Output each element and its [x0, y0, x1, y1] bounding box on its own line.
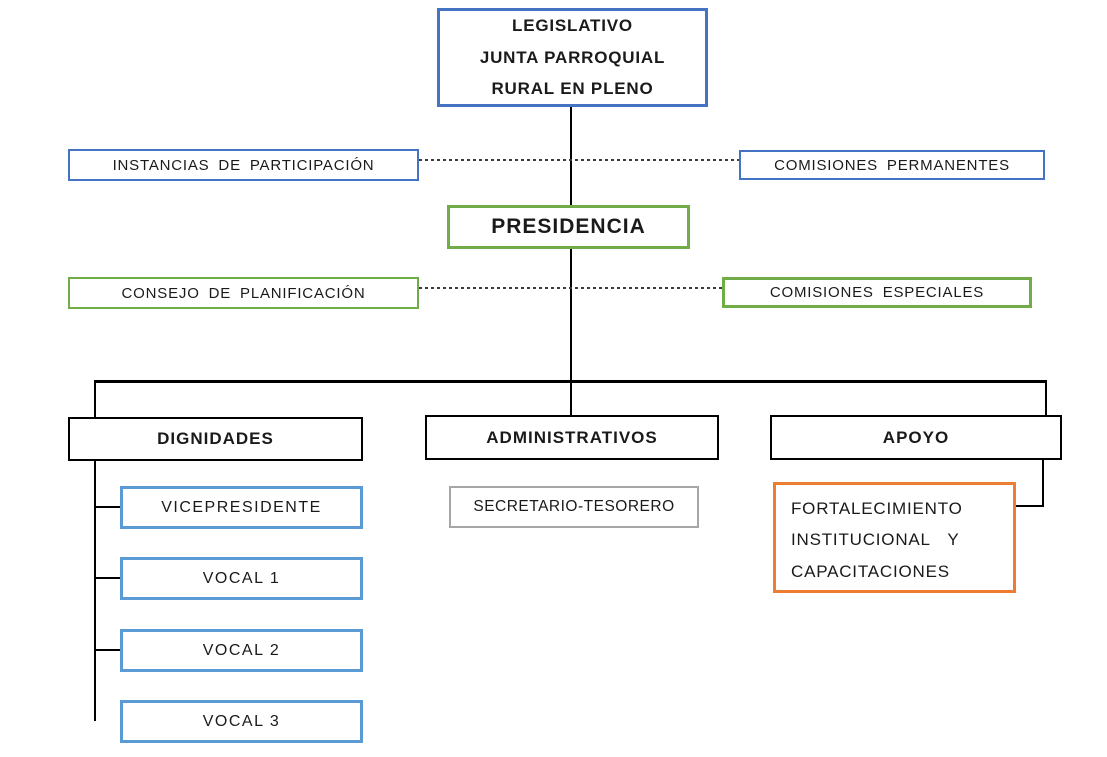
connector-apoyo-drop — [1045, 381, 1047, 415]
node-presidencia: PRESIDENCIA — [447, 205, 690, 249]
node-secretario-tesorero-label: SECRETARIO-TESORERO — [473, 498, 675, 515]
node-vocal-1-label: VOCAL 1 — [202, 569, 281, 587]
connector-dotted-participacion-permanentes — [419, 159, 739, 161]
connector-main-horizontal — [94, 380, 1047, 383]
node-instancias-participacion: INSTANCIAS DE PARTICIPACIÓN — [68, 149, 419, 181]
connector-stub-vicepresidente — [95, 506, 120, 508]
node-vicepresidente-label: VICEPRESIDENTE — [161, 498, 322, 516]
connector-stub-vocal1 — [95, 577, 120, 579]
connector-stub-vocal2 — [95, 649, 120, 651]
node-comisiones-permanentes: COMISIONES PERMANENTES — [739, 150, 1045, 180]
connector-dignidades-drop — [94, 380, 96, 417]
connector-apoyo-elbow-horizontal — [1016, 505, 1044, 507]
connector-presidencia-vertical — [570, 249, 572, 415]
node-vocal-1: VOCAL 1 — [120, 557, 363, 600]
node-apoyo-label: APOYO — [882, 427, 950, 447]
node-vocal-2: VOCAL 2 — [120, 629, 363, 672]
node-instancias-label: INSTANCIAS DE PARTICIPACIÓN — [112, 156, 375, 174]
node-comisiones-permanentes-label: COMISIONES PERMANENTES — [774, 156, 1010, 174]
node-vicepresidente: VICEPRESIDENTE — [120, 486, 363, 529]
node-comisiones-especiales-label: COMISIONES ESPECIALES — [769, 284, 985, 301]
node-legislativo-line1: LEGISLATIVO — [512, 16, 633, 36]
connector-dignidades-spine — [94, 461, 96, 721]
node-administrativos: ADMINISTRATIVOS — [425, 415, 719, 460]
node-fortalecimiento-line1: FORTALECIMIENTO — [791, 499, 963, 518]
node-consejo-planificacion-label: CONSEJO DE PLANIFICACIÓN — [121, 284, 366, 302]
node-fortalecimiento-line3: CAPACITACIONES — [791, 561, 950, 581]
node-presidencia-label: PRESIDENCIA — [491, 215, 646, 238]
node-comisiones-especiales: COMISIONES ESPECIALES — [722, 277, 1032, 308]
connector-apoyo-elbow-vertical — [1042, 460, 1044, 507]
node-vocal-3-label: VOCAL 3 — [202, 712, 281, 730]
node-legislativo-junta-parroquial: LEGISLATIVO JUNTA PARROQUIAL RURAL EN PL… — [437, 8, 708, 107]
node-administrativos-label: ADMINISTRATIVOS — [486, 427, 658, 447]
node-vocal-2-label: VOCAL 2 — [202, 641, 281, 659]
node-fortalecimiento-institucional: FORTALECIMIENTO INSTITUCIONAL Y CAPACITA… — [773, 482, 1016, 593]
node-dignidades: DIGNIDADES — [68, 417, 363, 461]
node-legislativo-line3: RURAL EN PLENO — [491, 79, 654, 99]
node-fortalecimiento-line2: INSTITUCIONAL Y — [791, 530, 960, 550]
node-vocal-3: VOCAL 3 — [120, 700, 363, 743]
node-consejo-planificacion: CONSEJO DE PLANIFICACIÓN — [68, 277, 419, 309]
connector-dotted-consejo-especiales — [419, 287, 722, 289]
node-apoyo: APOYO — [770, 415, 1062, 460]
node-dignidades-label: DIGNIDADES — [157, 429, 274, 448]
connector-top-vertical — [570, 107, 572, 205]
node-secretario-tesorero: SECRETARIO-TESORERO — [449, 486, 699, 528]
node-legislativo-line2: JUNTA PARROQUIAL — [479, 47, 666, 67]
